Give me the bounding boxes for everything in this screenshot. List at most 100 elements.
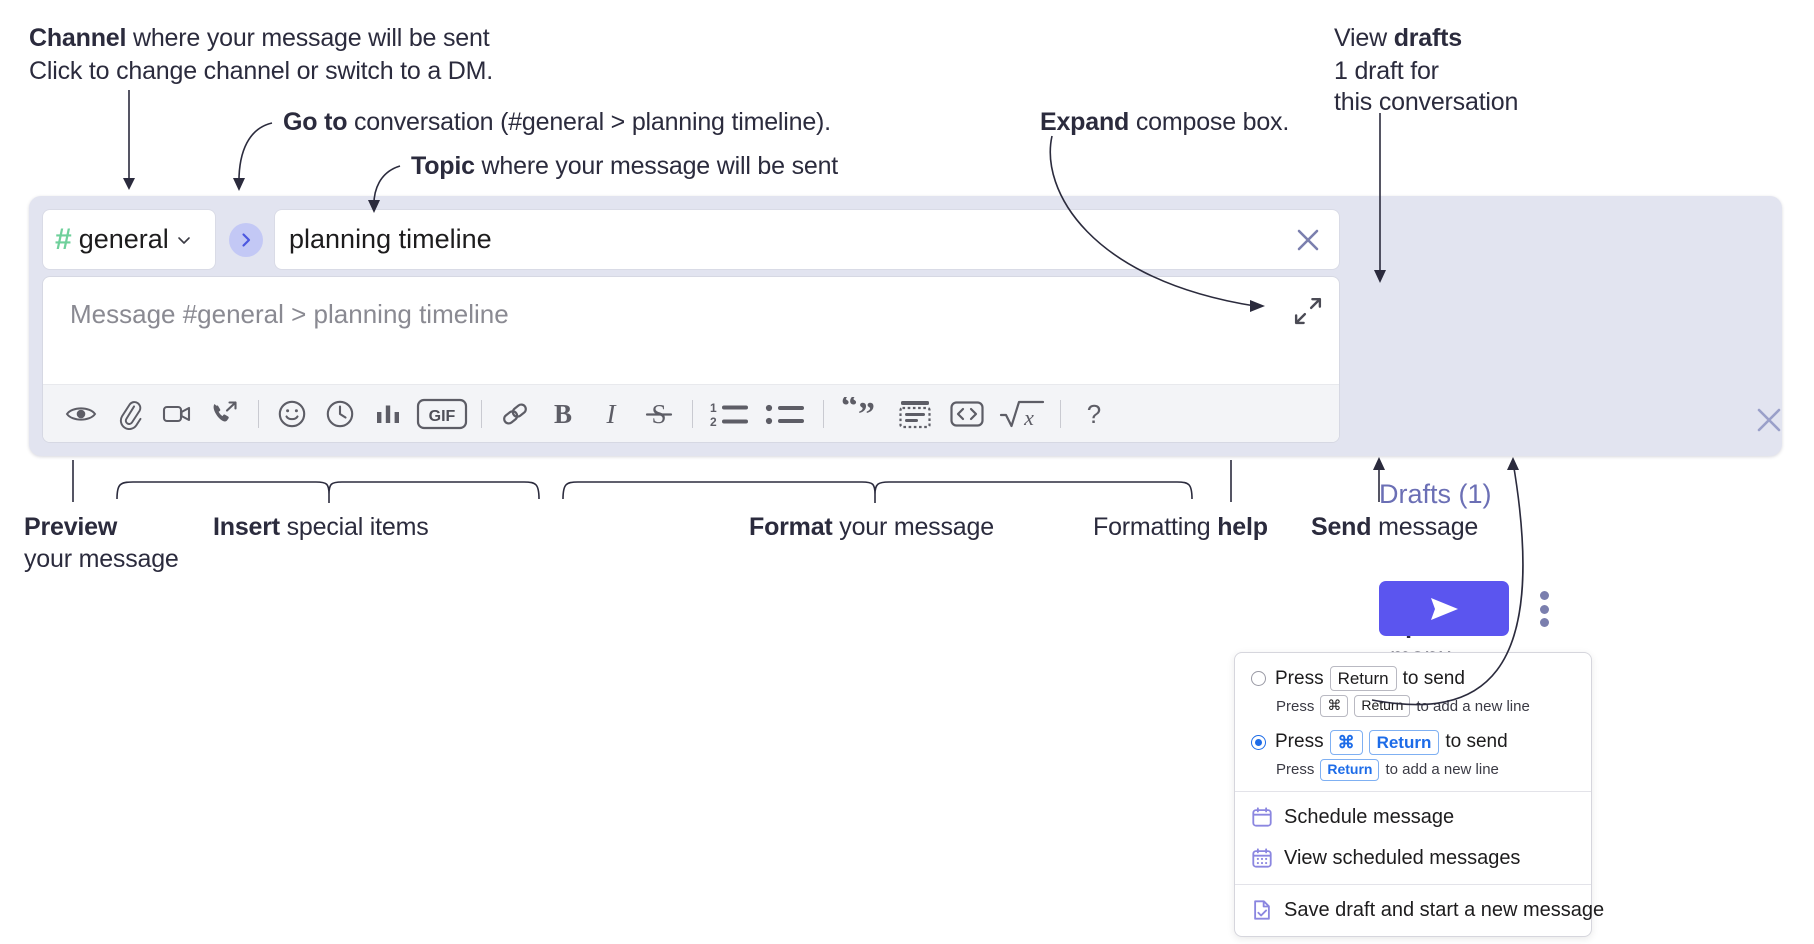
expand-icon[interactable]: [1293, 296, 1323, 326]
annotation-topic-rest: where your message will be sent: [474, 152, 839, 180]
topic-input[interactable]: planning timeline: [275, 210, 1339, 269]
compose-options-menu: Press Return to send Press ⌘ Return to a…: [1234, 652, 1604, 937]
drafts-link[interactable]: Drafts (1): [1379, 479, 1492, 509]
italic-icon: I: [606, 399, 618, 429]
audio-clip-button[interactable]: [201, 392, 249, 436]
square-root-x-icon: x: [999, 400, 1045, 430]
formatting-help-button[interactable]: ?: [1070, 392, 1118, 436]
radio-button[interactable]: [1251, 671, 1266, 687]
clock-icon: [326, 400, 354, 427]
annotation-drafts-sub1: 1 draft for: [1334, 57, 1439, 85]
close-icon[interactable]: [1752, 403, 1786, 437]
eye-icon: [65, 406, 97, 421]
toolbar-divider: [481, 399, 482, 428]
message-placeholder: Message #general > planning timeline: [70, 299, 509, 329]
annotation-preview: Preview: [24, 511, 117, 543]
more-vertical-dot: [1539, 618, 1549, 627]
press-label: Press: [1276, 761, 1315, 779]
annotation-send-bold: Send: [1311, 513, 1372, 541]
ordered-list-icon: 1 2: [710, 401, 748, 429]
svg-text:”: ”: [858, 397, 875, 431]
bold-button[interactable]: B: [539, 392, 587, 436]
reminder-button[interactable]: [316, 392, 364, 436]
code-block-button[interactable]: [889, 392, 941, 436]
svg-text:B: B: [554, 399, 572, 429]
message-input-box[interactable]: Message #general > planning timeline: [43, 277, 1339, 442]
schedule-group: Schedule message View scheduled messages: [1235, 792, 1591, 884]
toolbar-divider: [823, 399, 824, 428]
annotation-preview-bold: Preview: [24, 513, 118, 541]
annotation-help-bold: help: [1217, 513, 1268, 541]
close-icon[interactable]: [1291, 223, 1325, 257]
menu-item-view-scheduled-messages[interactable]: View scheduled messages: [1235, 838, 1591, 879]
attach-button[interactable]: [105, 392, 153, 436]
annotation-help: Formatting help: [1093, 511, 1268, 543]
preview-button[interactable]: [57, 392, 105, 436]
annotation-insert: Insert special items: [213, 511, 429, 543]
svg-text:1: 1: [710, 401, 717, 415]
menu-item-schedule-message[interactable]: Schedule message: [1235, 797, 1591, 838]
inline-code-button[interactable]: [941, 392, 993, 436]
key-return: Return: [1354, 695, 1411, 717]
annotation-channel-sub: Click to change channel or switch to a D…: [29, 57, 494, 85]
link-button[interactable]: [491, 392, 539, 436]
annotation-topic: Topic where your message will be sent: [411, 150, 838, 182]
math-button[interactable]: x: [993, 392, 1051, 436]
radio-option-return-sub: Press ⌘ Return to add a new line: [1235, 691, 1591, 717]
radio-button[interactable]: [1251, 734, 1266, 750]
annotation-format-rest: your message: [832, 513, 994, 541]
draft-group: Save draft and start a new message: [1235, 885, 1604, 936]
annotation-goto: Go to conversation (#general > planning …: [283, 106, 831, 138]
send-button[interactable]: [1379, 581, 1509, 636]
bulleted-list-icon: [765, 404, 804, 424]
annotation-help-pre: Formatting: [1093, 513, 1218, 541]
menu-item-label: Schedule message: [1284, 805, 1455, 828]
gif-icon: GIF: [416, 398, 468, 429]
annotation-topic-bold: Topic: [411, 152, 475, 180]
annotation-channel-rest: where your message will be sent: [126, 24, 490, 52]
phone-arrow-icon: [213, 400, 237, 421]
bulleted-list-button[interactable]: [758, 392, 814, 436]
channel-selector[interactable]: # general: [43, 210, 215, 269]
send-shortcut-options: Press Return to send Press ⌘ Return to a…: [1235, 653, 1591, 791]
emoji-button[interactable]: [268, 392, 316, 436]
radio-option-return[interactable]: Press Return to send: [1235, 665, 1591, 692]
annotation-insert-rest: special items: [279, 513, 429, 541]
menu-item-save-draft[interactable]: Save draft and start a new message: [1235, 890, 1604, 931]
toolbar-divider: [1060, 399, 1061, 428]
svg-text:2: 2: [710, 415, 717, 429]
brace-insert: [116, 481, 540, 500]
bar-chart-icon: [377, 405, 399, 423]
annotation-channel: Channel where your message will be sent: [29, 22, 490, 54]
gif-button[interactable]: GIF: [412, 392, 472, 436]
newline-label: to add a new line: [1416, 697, 1530, 715]
link-icon: [503, 402, 527, 425]
key-command: ⌘: [1320, 695, 1349, 717]
send-paper-plane-icon: [1431, 597, 1458, 620]
poll-button[interactable]: [364, 392, 412, 436]
to-send-label: to send: [1445, 731, 1508, 753]
document-check-icon: [1254, 900, 1270, 920]
quote-icon: “ ”: [841, 397, 875, 431]
strikethrough-button[interactable]: S: [635, 392, 683, 436]
annotation-send: Send message: [1311, 511, 1478, 543]
ordered-list-button[interactable]: 1 2: [702, 392, 758, 436]
annotation-expand-rest: compose box.: [1129, 108, 1290, 136]
key-return: Return: [1320, 759, 1380, 781]
annotation-preview-line2: your message: [24, 545, 179, 573]
more-vertical-dot: [1539, 591, 1549, 600]
italic-button[interactable]: I: [587, 392, 635, 436]
annotation-goto-bold: Go to: [283, 108, 348, 136]
goto-conversation-button[interactable]: [229, 223, 263, 257]
radio-option-cmd-return[interactable]: Press ⌘ Return to send: [1235, 729, 1591, 755]
smiley-icon: [278, 400, 306, 427]
compose-options-button[interactable]: [1529, 588, 1559, 630]
radio-option-label: Press ⌘ Return to send: [1275, 729, 1508, 755]
annotation-drafts: View drafts: [1334, 22, 1462, 54]
compose-inner: # general planning timeline Message #gen…: [43, 210, 1339, 442]
menu-divider: [1235, 883, 1591, 885]
blockquote-button[interactable]: “ ”: [833, 392, 889, 436]
annotation-expand-bold: Expand: [1040, 108, 1130, 136]
menu-item-label: Save draft and start a new message: [1284, 898, 1605, 921]
video-clip-button[interactable]: [153, 392, 201, 436]
